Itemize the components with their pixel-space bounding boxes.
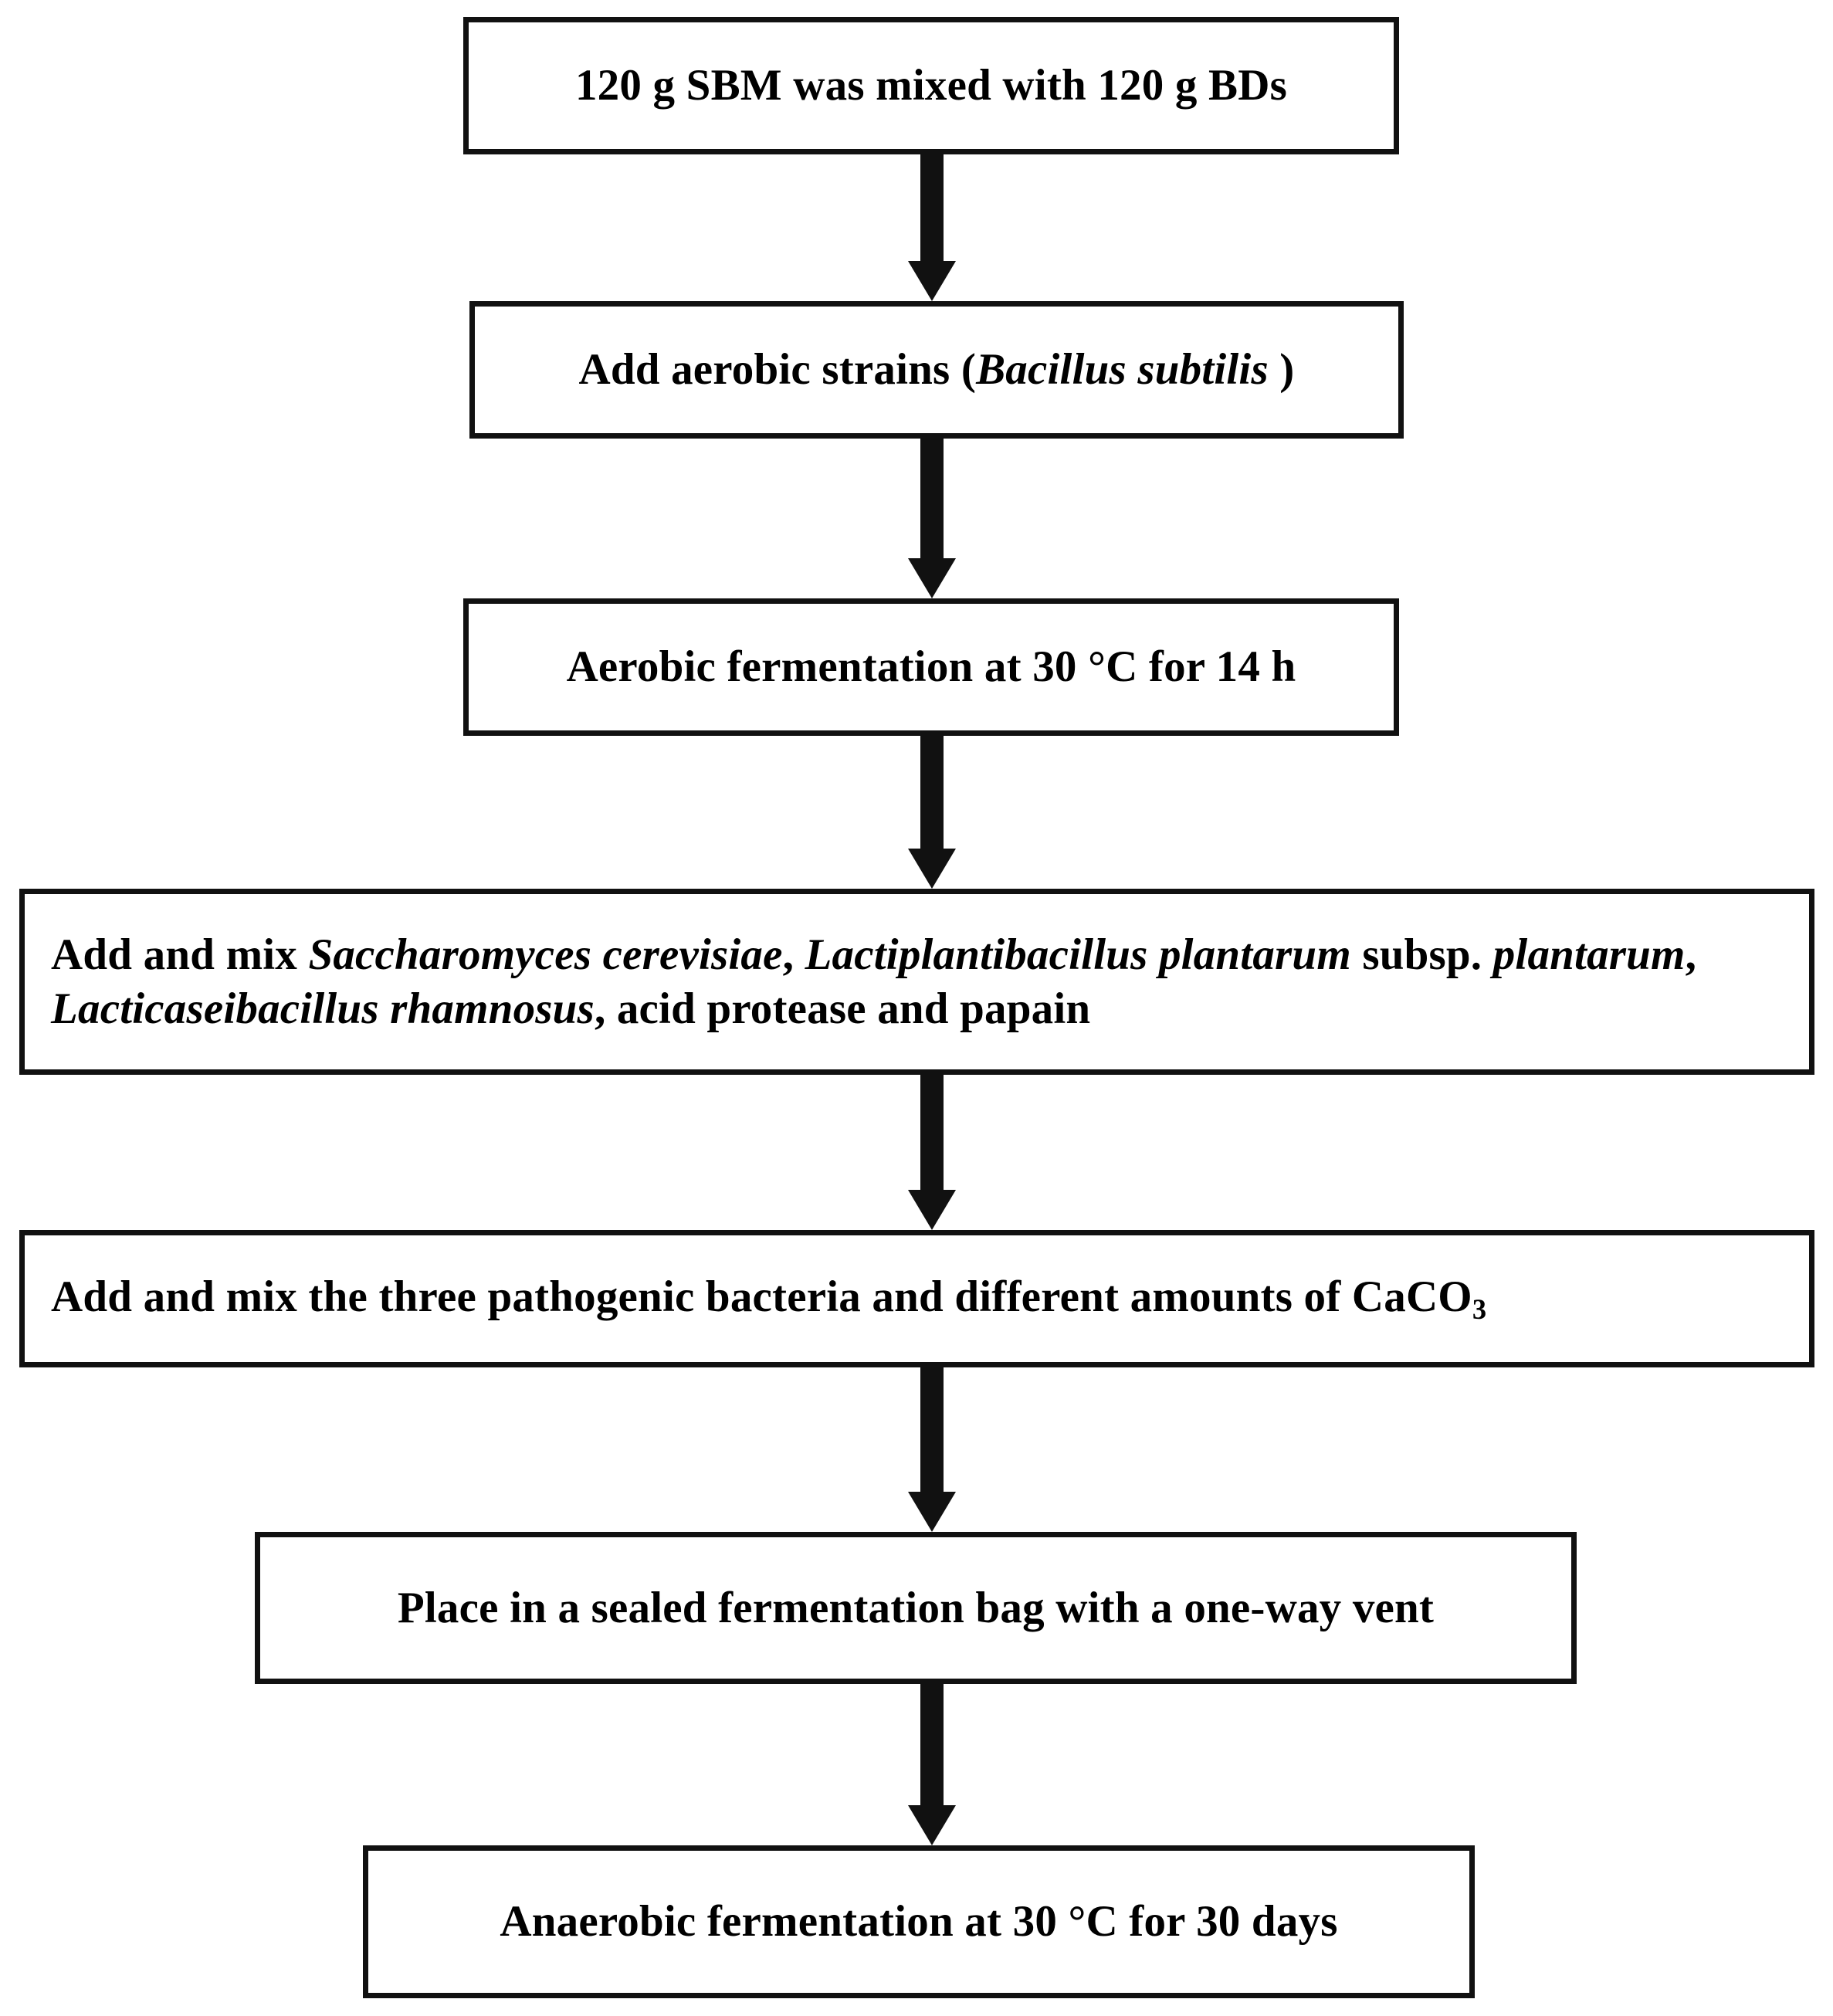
arrow-shaft bbox=[920, 1367, 944, 1492]
node-label-step-7: Anaerobic fermentation at 30 °C for 30 d… bbox=[500, 1897, 1338, 1947]
flowchart-node-step-5: Add and mix the three pathogenic bacteri… bbox=[19, 1230, 1814, 1367]
flowchart-node-step-1: 120 g SBM was mixed with 120 g BDs bbox=[463, 17, 1399, 154]
node-text-part: , acid protease and papain bbox=[594, 984, 1091, 1033]
node-text-part: , bbox=[1685, 930, 1697, 979]
arrow-head-icon bbox=[908, 1492, 956, 1532]
node-label-step-5: Add and mix the three pathogenic bacteri… bbox=[25, 1270, 1809, 1327]
node-text-part-italic: Bacillus subtilis bbox=[976, 345, 1269, 395]
arrow-head-icon bbox=[908, 1190, 956, 1230]
arrow-head-icon bbox=[908, 849, 956, 889]
node-text-part: Add aerobic strains ( bbox=[578, 345, 977, 395]
node-label-step-4: Add and mix Saccharomyces cerevisiae, La… bbox=[25, 928, 1809, 1035]
arrow-head-icon bbox=[908, 261, 956, 301]
arrow-shaft bbox=[920, 439, 944, 558]
arrow-head-icon bbox=[908, 558, 956, 598]
node-text-part-italic: Lacticaseibacillus rhamnosus bbox=[51, 984, 595, 1033]
flowchart-node-step-6: Place in a sealed fermentation bag with … bbox=[255, 1532, 1577, 1684]
node-text-part: ) bbox=[1268, 345, 1295, 395]
flowchart-node-step-2: Add aerobic strains (Bacillus subtilis ) bbox=[469, 301, 1404, 439]
node-text-part-italic: Lactiplantibacillus plantarum bbox=[805, 930, 1351, 979]
arrow-shaft bbox=[920, 1684, 944, 1805]
arrow-shaft bbox=[920, 154, 944, 261]
node-text-part-italic: plantarum bbox=[1492, 930, 1686, 979]
connector-arrow-2-3 bbox=[908, 439, 956, 598]
node-text-part: Add and mix bbox=[51, 930, 309, 979]
connector-arrow-3-4 bbox=[908, 736, 956, 889]
node-label-step-3: Aerobic fermentation at 30 °C for 14 h bbox=[566, 642, 1296, 692]
arrow-shaft bbox=[920, 736, 944, 849]
node-text-part-subscript: 3 bbox=[1472, 1293, 1487, 1326]
node-text-part: Add and mix the three pathogenic bacteri… bbox=[51, 1272, 1472, 1322]
node-text-part: , bbox=[782, 930, 805, 979]
connector-arrow-1-2 bbox=[908, 154, 956, 301]
node-label-step-2: Add aerobic strains (Bacillus subtilis ) bbox=[475, 343, 1398, 397]
node-text-part: subsp. bbox=[1350, 930, 1493, 979]
arrow-head-icon bbox=[908, 1805, 956, 1845]
connector-arrow-4-5 bbox=[908, 1075, 956, 1230]
node-label-step-1: 120 g SBM was mixed with 120 g BDs bbox=[574, 61, 1288, 110]
flowchart-node-step-7: Anaerobic fermentation at 30 °C for 30 d… bbox=[363, 1845, 1475, 1998]
node-text-part-italic: Saccharomyces cerevisiae bbox=[308, 930, 783, 979]
arrow-shaft bbox=[920, 1075, 944, 1190]
flowchart-node-step-3: Aerobic fermentation at 30 °C for 14 h bbox=[463, 598, 1399, 736]
flowchart-node-step-4: Add and mix Saccharomyces cerevisiae, La… bbox=[19, 889, 1814, 1075]
connector-arrow-5-6 bbox=[908, 1367, 956, 1532]
node-label-step-6: Place in a sealed fermentation bag with … bbox=[397, 1583, 1435, 1632]
connector-arrow-6-7 bbox=[908, 1684, 956, 1845]
